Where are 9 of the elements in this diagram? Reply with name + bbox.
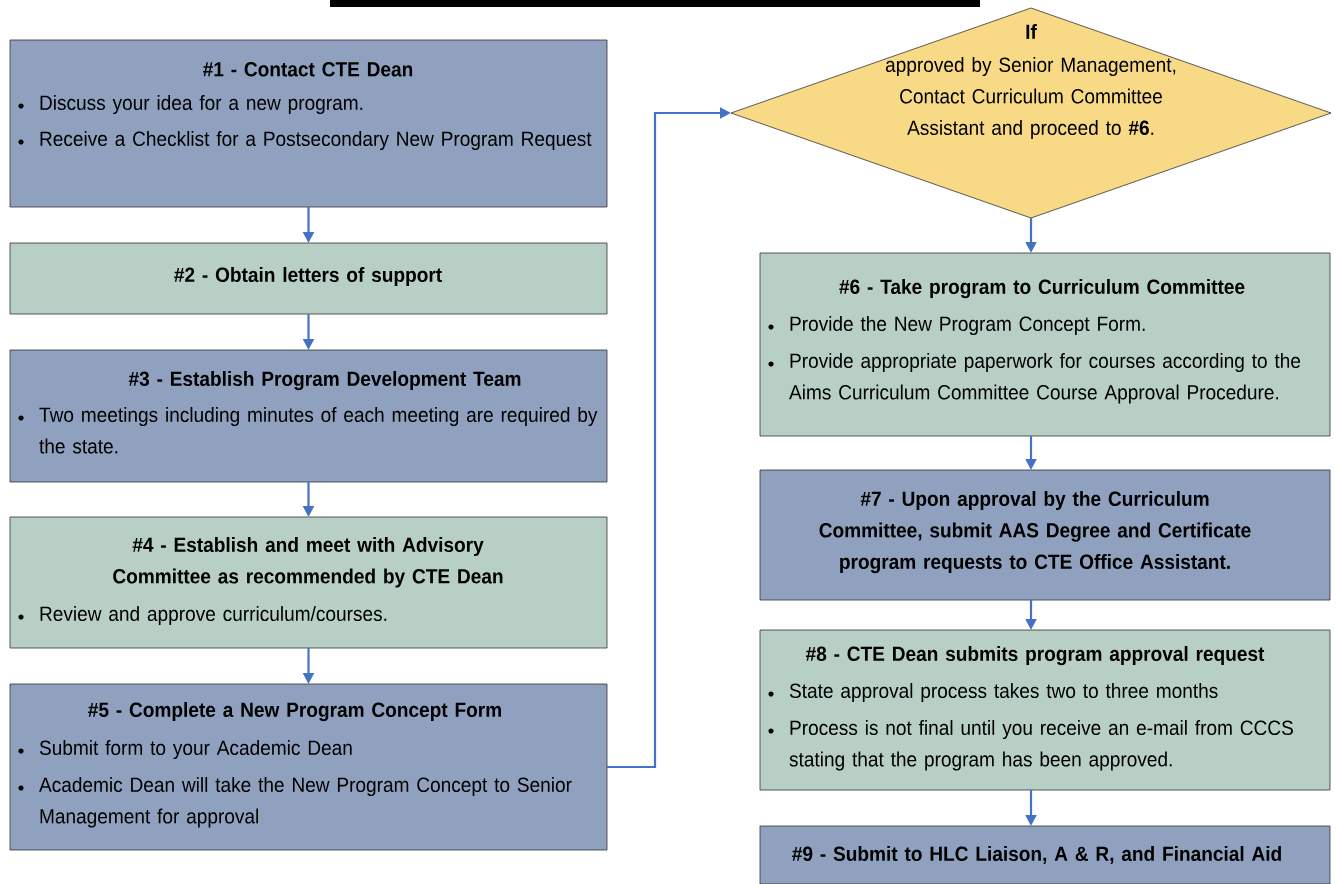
- process-box: #3 - Establish Program Development Team Two meetings including minutes of each meeting are required by the state.: [9, 349, 608, 483]
- process-box: #2 - Obtain letters of support: [9, 242, 608, 315]
- process-box: #9 - Submit to HLC Liaison, A & R, and Financial Aid: [759, 825, 1331, 884]
- process-box: #1 - Contact CTE Dean Discuss your idea for a new program. Receive a Checklist for a Postsecondary New Program Request: [9, 39, 608, 208]
- process-box: #4 - Establish and meet with Advisory Committee as recommended by CTE Dean Review and approve curriculum/courses.: [9, 516, 608, 649]
- process-box: #5 - Complete a New Program Concept Form Submit form to your Academic Dean Academic Dean will take the New Program Concept to Senior Management for approval: [9, 683, 608, 851]
- process-box: #7 - Upon approval by the Curriculum Committee, submit AAS Degree and Certificate program requests to CTE Office Assistant.: [759, 469, 1331, 601]
- process-box: #6 - Take program to Curriculum Committee Provide the New Program Concept Form. Provide appropriate paperwork for courses according to the Aims Curriculum Committee Course Approval Procedure.: [759, 252, 1331, 437]
- process-box: #8 - CTE Dean submits program approval request State approval process takes two to three months Process is not final until you receive an e-mail from CCCS stating that the program has been approved.: [759, 629, 1331, 791]
